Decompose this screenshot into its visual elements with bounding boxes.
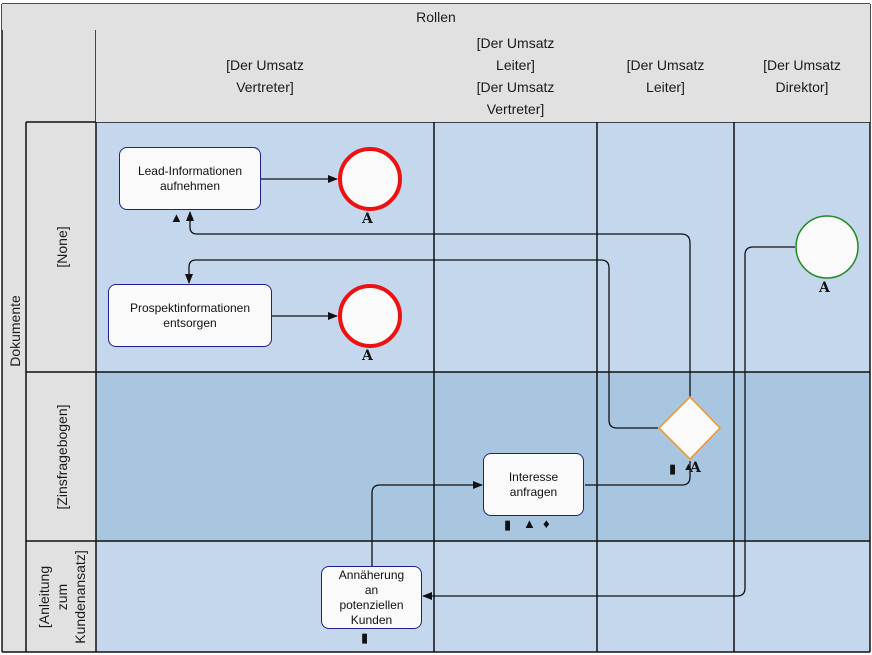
end-event-1[interactable] (338, 147, 402, 211)
gateway-label: A (690, 460, 701, 476)
task-annaeherung-an-potenziellen-kunden[interactable]: Annäherung an potenziellen Kunden (321, 566, 422, 629)
task-label-line: Prospektinformationen (129, 300, 251, 315)
flow-start-to-annaeherung[interactable] (422, 246, 795, 600)
task-label-line: Kunden (350, 612, 393, 627)
columns-header-label: Rollen (416, 9, 456, 25)
column-header-leiter: [Der Umsatz Leiter] (597, 30, 734, 122)
column-header-line: Vertreter] (486, 101, 545, 117)
task-label-line: an (364, 582, 379, 597)
task-prospektinformationen-entsorgen[interactable]: Prospektinformationen entsorgen (108, 284, 272, 347)
flow-gateway-to-prospekt[interactable] (185, 259, 658, 429)
end-event-2[interactable] (338, 284, 402, 348)
tag-icon: ♦ (543, 516, 550, 531)
column-header-line: Direktor] (775, 79, 829, 95)
warning-icon: ▲ (523, 516, 536, 531)
task-lead-informationen-aufnehmen[interactable]: Lead-Informationen aufnehmen (119, 147, 261, 210)
warning-icon: ▲ (683, 461, 694, 473)
column-header-line: Vertreter] (236, 79, 294, 95)
column-header-line: [Der Umsatz (476, 35, 555, 51)
document-icon: ▮ (669, 461, 677, 476)
task-label-line: aufnehmen (159, 178, 221, 193)
column-header-line: [Der Umsatz (626, 57, 705, 73)
start-event-label: A (819, 280, 830, 296)
task-label-line: potenziellen (339, 597, 404, 612)
column-header-direktor: [Der Umsatz Direktor] (734, 30, 870, 122)
column-header-line: [Der Umsatz (226, 57, 304, 73)
task-label-line: anfragen (509, 484, 558, 499)
document-icon: ▮ (504, 517, 512, 532)
column-header-leiter-vertreter: [Der Umsatz Leiter] [Der Umsatz Vertrete… (434, 30, 597, 122)
document-icon: ▮ (361, 630, 369, 645)
column-header-vertreter: [Der Umsatz Vertreter] (96, 30, 434, 122)
task-label-line: Lead-Informationen (137, 163, 243, 178)
tag-icon: ♦ (187, 210, 194, 225)
column-header-line: Leiter] (496, 57, 535, 73)
task-label-line: Interesse (508, 469, 559, 484)
warning-icon: ▲ (170, 210, 183, 225)
flow-annaeherung-to-interesse[interactable] (371, 481, 483, 566)
exclusive-gateway[interactable] (657, 395, 722, 461)
end-event-1-label: A (362, 211, 373, 227)
end-event-2-label: A (362, 348, 373, 364)
task-interesse-anfragen[interactable]: Interesse anfragen (483, 453, 584, 516)
task-label-line: Annäherung (338, 567, 405, 582)
flow-gateway-to-lead[interactable] (186, 211, 691, 398)
column-header-line: [Der Umsatz (763, 57, 841, 73)
column-header-line: [Der Umsatz (476, 79, 555, 95)
columns-header: Rollen (2, 4, 870, 30)
column-header-line: Leiter] (646, 79, 685, 95)
flow-interesse-to-gateway[interactable] (585, 461, 691, 486)
start-event[interactable] (795, 215, 859, 279)
task-label-line: entsorgen (163, 315, 217, 330)
